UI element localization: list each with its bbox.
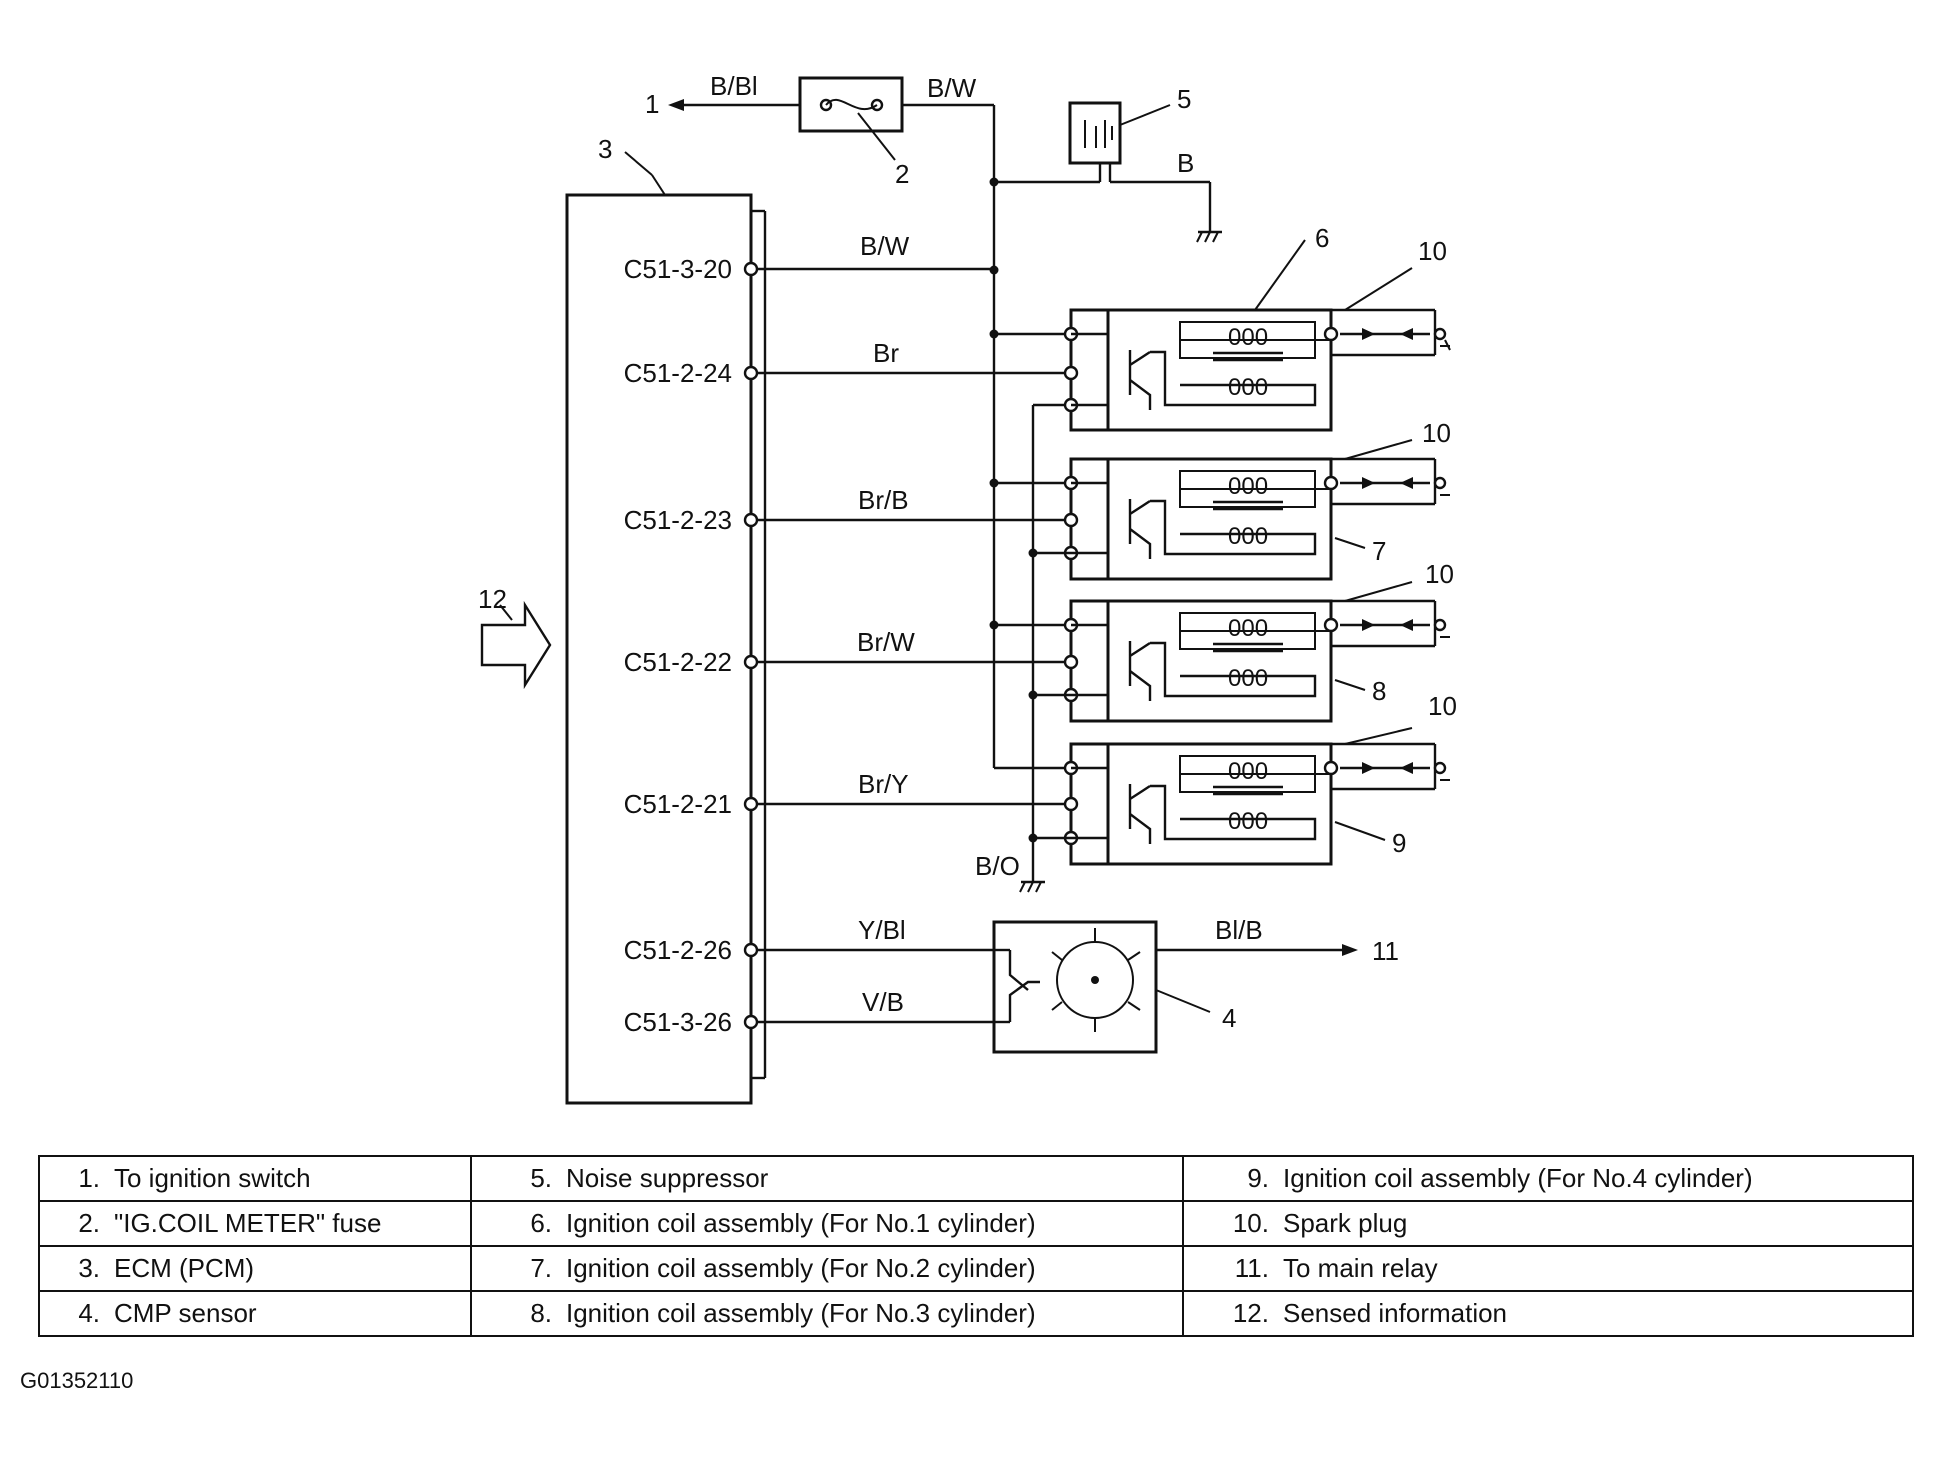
legend-cell: 6.Ignition coil assembly (For No.1 cylin… — [470, 1200, 1184, 1247]
ground-symbol — [1196, 230, 1222, 243]
coil-winding: 000 — [1228, 758, 1268, 785]
legend-table: 1.To ignition switch 5.Noise suppressor … — [38, 1155, 1914, 1337]
wire-label-bry: Br/Y — [858, 769, 909, 799]
callout-5: 5 — [1177, 84, 1191, 114]
ignition-coil-3: 000 000 — [994, 599, 1450, 723]
supply-section — [668, 76, 1222, 768]
callout-10: 10 — [1418, 236, 1447, 266]
ecm-pin-label: C51-2-22 — [624, 647, 732, 677]
callout-10: 10 — [1425, 559, 1454, 589]
coil-winding: 000 — [1228, 374, 1268, 401]
coil-winding: 000 — [1228, 808, 1268, 835]
legend-cell: 10.Spark plug — [1182, 1200, 1914, 1247]
noise-suppressor — [1068, 101, 1122, 165]
legend-cell: 11.To main relay — [1182, 1245, 1914, 1292]
wire-label-br: Br — [873, 338, 899, 368]
coil-winding: 000 — [1228, 523, 1268, 550]
ground-bus — [1019, 403, 1071, 893]
coil-winding: 000 — [1228, 324, 1268, 351]
ignition-coil-1: 000 000 — [994, 308, 1451, 432]
callout-leaders — [1254, 239, 1413, 841]
signal-wires — [743, 261, 1071, 1030]
ignition-coil-2: 000 000 — [994, 457, 1450, 581]
wire-label-brw: Br/W — [857, 627, 915, 657]
ignition-coil-4: 000 000 — [994, 742, 1450, 866]
wiring-diagram: 000 000 000 000 — [478, 71, 1457, 1105]
legend-cell: 12.Sensed information — [1182, 1290, 1914, 1337]
ecm-pin-label: C51-2-21 — [624, 789, 732, 819]
callout-2: 2 — [895, 159, 909, 189]
wire-label-ybl: Y/Bl — [858, 915, 906, 945]
callout-6: 6 — [1315, 223, 1329, 253]
wire-label-brb: Br/B — [858, 485, 909, 515]
legend-row: 1.To ignition switch 5.Noise suppressor … — [38, 1155, 1914, 1202]
ecm-pin-label: C51-3-20 — [624, 254, 732, 284]
callout-9: 9 — [1392, 828, 1406, 858]
cmp-sensor — [992, 920, 1358, 1054]
legend-cell: 8.Ignition coil assembly (For No.3 cylin… — [470, 1290, 1184, 1337]
callout-3: 3 — [598, 134, 612, 164]
callout-11: 11 — [1372, 936, 1399, 966]
callout-4: 4 — [1222, 1003, 1236, 1033]
coil-winding: 000 — [1228, 615, 1268, 642]
ecm-box — [565, 151, 767, 1105]
legend-cell: 5.Noise suppressor — [470, 1155, 1184, 1202]
ecm-pin-label: C51-2-26 — [624, 935, 732, 965]
wire-label-bw: B/W — [860, 231, 910, 261]
coil-winding: 000 — [1228, 473, 1268, 500]
legend-row: 2."IG.COIL METER" fuse 6.Ignition coil a… — [38, 1200, 1914, 1247]
legend-row: 3.ECM (PCM) 7.Ignition coil assembly (Fo… — [38, 1245, 1914, 1292]
callout-7: 7 — [1372, 536, 1386, 566]
wire-label-bw-top: B/W — [927, 73, 977, 103]
legend-cell: 4.CMP sensor — [38, 1290, 472, 1337]
wire-label-b: B — [1177, 148, 1194, 178]
callout-10: 10 — [1428, 691, 1457, 721]
wire-label-blb: Bl/B — [1215, 915, 1263, 945]
callout-10: 10 — [1422, 418, 1451, 448]
legend-row: 4.CMP sensor 8.Ignition coil assembly (F… — [38, 1290, 1914, 1337]
wire-label-bo: B/O — [975, 851, 1020, 881]
wire-label-vb: V/B — [862, 987, 904, 1017]
sensed-info-arrow — [480, 600, 552, 690]
ecm-pin-label: C51-2-23 — [624, 505, 732, 535]
callout-12: 12 — [478, 584, 507, 614]
legend-cell: 1.To ignition switch — [38, 1155, 472, 1202]
ecm-pin-label: C51-2-24 — [624, 358, 732, 388]
legend-cell: 9.Ignition coil assembly (For No.4 cylin… — [1182, 1155, 1914, 1202]
legend-cell: 7.Ignition coil assembly (For No.2 cylin… — [470, 1245, 1184, 1292]
callout-1: 1 — [645, 89, 659, 119]
figure-code: G01352110 — [20, 1368, 134, 1393]
ecm-pin-label: C51-3-26 — [624, 1007, 732, 1037]
legend-cell: 3.ECM (PCM) — [38, 1245, 472, 1292]
coil-winding: 000 — [1228, 665, 1268, 692]
wire-label-bbl: B/Bl — [710, 71, 758, 101]
callout-8: 8 — [1372, 676, 1386, 706]
legend-cell: 2."IG.COIL METER" fuse — [38, 1200, 472, 1247]
